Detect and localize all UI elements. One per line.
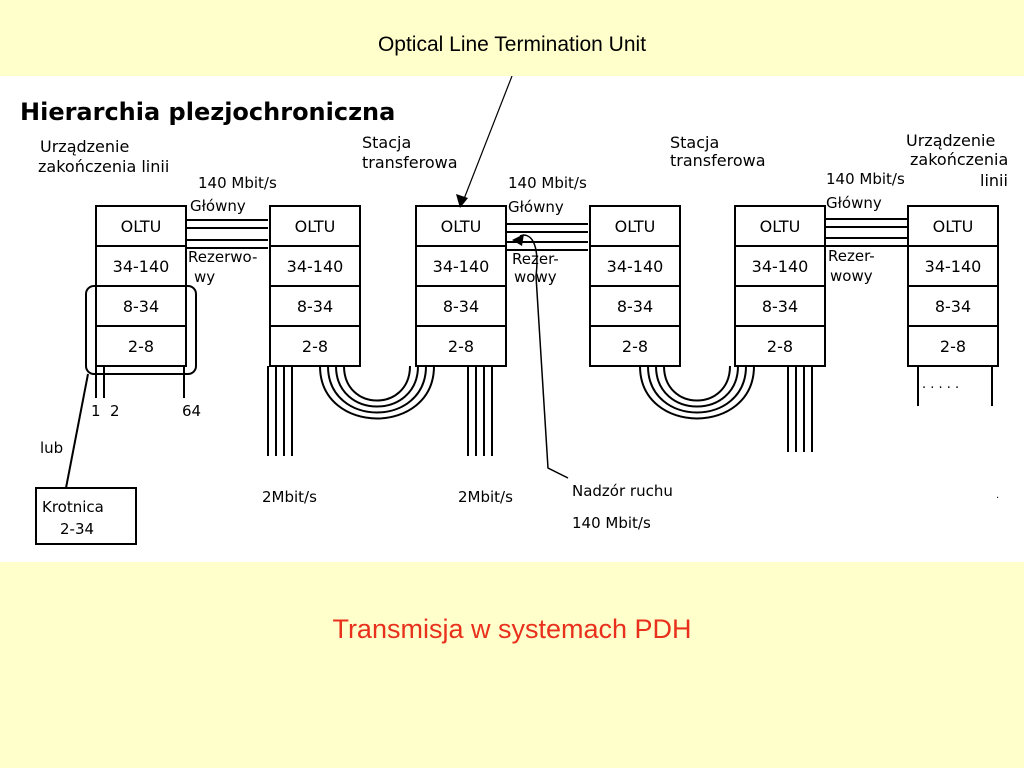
multiplexer-group-frame <box>85 285 197 375</box>
diagram-title: Hierarchia plezjochroniczna <box>20 98 395 126</box>
unit-box <box>907 245 999 287</box>
terminal-stack: OLTU 34-140 8-34 2-8 <box>589 205 681 367</box>
unit-box <box>589 245 681 287</box>
unit-box <box>589 205 681 247</box>
unit-label: 34-140 <box>433 257 490 276</box>
link-1-main: Główny <box>190 197 246 215</box>
end-left-label-2: zakończenia linii <box>38 157 169 176</box>
unit-box <box>907 205 999 247</box>
tributary-lines <box>95 366 993 456</box>
link-3-main: Główny <box>826 194 882 212</box>
transfer-2-label-2: transferowa <box>670 151 766 170</box>
tributary-number-1: 1 <box>91 402 101 420</box>
unit-label: 34-140 <box>113 257 170 276</box>
olt-annotation-arrow <box>461 76 513 205</box>
unit-box <box>907 325 999 367</box>
terminal-stack: OLTU 34-140 8-34 2-8 <box>269 205 361 367</box>
terminal-stack: OLTU 34-140 8-34 2-8 <box>734 205 826 367</box>
unit-label: OLTU <box>933 217 974 236</box>
unit-label: 2-8 <box>128 337 154 356</box>
unit-label: OLTU <box>295 217 336 236</box>
unit-label: 2-8 <box>448 337 474 356</box>
tributary-dots: . . . . . <box>922 377 959 392</box>
unit-label: 2-8 <box>767 337 793 356</box>
lub-connector-line <box>65 373 89 489</box>
end-right-label-2: zakończenia <box>910 150 1008 169</box>
supervision-label-1: Nadzór ruchu <box>572 482 673 500</box>
link-1-rate: 140 Mbit/s <box>198 174 277 192</box>
transfer-1-label-2: transferowa <box>362 153 458 172</box>
unit-box <box>95 245 187 287</box>
unit-label: 2-8 <box>622 337 648 356</box>
unit-box <box>415 245 507 287</box>
link-3-reserve-1: Rezer- <box>828 247 875 265</box>
end-right-label-3: linii <box>980 171 1008 190</box>
olt-annotation-label: Optical Line Termination Unit <box>377 33 647 56</box>
unit-box <box>734 285 826 327</box>
link-2-main: Główny <box>508 198 564 216</box>
krotnica-label-2: 2-34 <box>60 520 94 538</box>
unit-box <box>269 325 361 367</box>
unit-label: 34-140 <box>607 257 664 276</box>
supervision-arrowhead <box>512 234 524 246</box>
link-1-reserve-1: Rezerwo- <box>188 248 257 266</box>
krotnica-label-1: Krotnica <box>42 498 104 516</box>
unit-label: 8-34 <box>762 297 798 316</box>
corner-dot: . <box>996 490 999 501</box>
unit-label: 8-34 <box>297 297 333 316</box>
end-left-label-1: Urządzenie <box>40 137 129 156</box>
or-label: lub <box>40 439 63 457</box>
unit-label: 2-8 <box>302 337 328 356</box>
tributary-loops <box>319 365 755 420</box>
unit-box <box>415 205 507 247</box>
unit-box <box>734 325 826 367</box>
supervision-label-2: 140 Mbit/s <box>572 514 651 532</box>
link-2-rate: 140 Mbit/s <box>508 174 587 192</box>
tributary-number-2: 2 <box>110 402 120 420</box>
slide-caption: Transmisja w systemach PDH <box>332 614 692 644</box>
unit-label: OLTU <box>615 217 656 236</box>
unit-label: 8-34 <box>935 297 971 316</box>
terminal-stack: OLTU 34-140 8-34 2-8 <box>415 205 507 367</box>
unit-label: 2-8 <box>940 337 966 356</box>
unit-label: OLTU <box>121 217 162 236</box>
unit-label: 34-140 <box>925 257 982 276</box>
transfer-2-label-1: Stacja <box>670 133 719 152</box>
krotnica-box <box>35 487 137 545</box>
terminal-stack: OLTU 34-140 8-34 2-8 <box>95 205 187 367</box>
diagram-panel: Hierarchia plezjochroniczna Urządzenie z… <box>0 76 1024 562</box>
terminal-stack: OLTU 34-140 8-34 2-8 <box>907 205 999 367</box>
unit-label: 8-34 <box>617 297 653 316</box>
unit-box <box>269 245 361 287</box>
unit-box <box>589 325 681 367</box>
olt-annotation-arrowhead <box>456 194 468 208</box>
unit-label: 8-34 <box>443 297 479 316</box>
unit-label: OLTU <box>441 217 482 236</box>
tributary-rate-label-2: 2Mbit/s <box>458 488 513 506</box>
unit-box <box>415 325 507 367</box>
link-lines <box>184 218 908 251</box>
link-3-rate: 140 Mbit/s <box>826 170 905 188</box>
unit-label: OLTU <box>760 217 801 236</box>
unit-label: 8-34 <box>123 297 159 316</box>
tributary-rate-label-1: 2Mbit/s <box>262 488 317 506</box>
unit-box <box>95 205 187 247</box>
unit-box <box>589 285 681 327</box>
link-1-reserve-2: wy <box>194 268 215 286</box>
unit-box <box>269 205 361 247</box>
link-2-reserve-1: Rezer- <box>512 250 559 268</box>
terminal-stacks: OLTU 34-140 8-34 2-8 OLTU 34-140 8-34 2-8 OLTU 34… <box>95 205 999 367</box>
transfer-1-label-1: Stacja <box>362 133 411 152</box>
link-3-reserve-2: wowy <box>830 267 873 285</box>
unit-label: 34-140 <box>287 257 344 276</box>
unit-label: 34-140 <box>752 257 809 276</box>
unit-box <box>907 285 999 327</box>
end-right-label-1: Urządzenie <box>906 131 995 150</box>
unit-box <box>95 325 187 367</box>
unit-box <box>734 205 826 247</box>
unit-box <box>415 285 507 327</box>
pdh-diagram: Hierarchia plezjochroniczna Urządzenie z… <box>20 76 1008 545</box>
tributary-number-64: 64 <box>182 402 201 420</box>
